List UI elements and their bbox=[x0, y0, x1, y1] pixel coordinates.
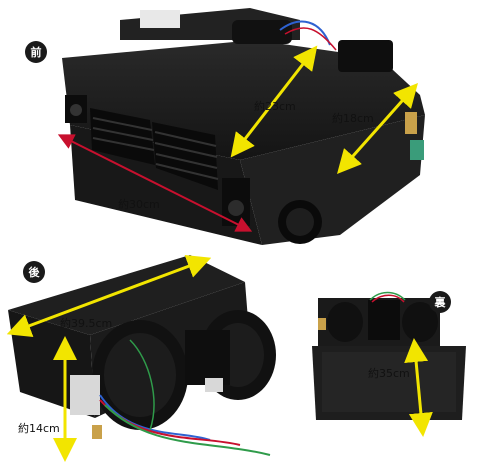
brass-fitting-icon bbox=[92, 425, 102, 439]
bottom-length-arrow bbox=[404, 338, 433, 437]
brass-fitting-icon bbox=[318, 318, 326, 330]
back-terminal-small bbox=[205, 378, 223, 392]
brass-fitting-icon bbox=[405, 112, 417, 134]
back-blue-wire bbox=[99, 394, 211, 441]
front-view-badge-label: 前 bbox=[31, 45, 42, 59]
front-depth-label: 約23cm bbox=[254, 99, 296, 113]
bottom-view-badge-label: 裏 bbox=[434, 295, 447, 309]
back-green-wire bbox=[104, 404, 271, 456]
back-motor bbox=[185, 330, 230, 385]
back-view-badge-label: 後 bbox=[29, 265, 41, 279]
front-side-label: 約18cm bbox=[332, 111, 374, 125]
front-red-wire bbox=[284, 27, 337, 51]
front-side-arrow bbox=[337, 83, 418, 174]
back-terminal-block bbox=[70, 375, 100, 415]
front-width-arrow bbox=[57, 134, 253, 232]
back-width-label: 約39.5cm bbox=[60, 316, 112, 330]
front-label-sticker bbox=[140, 10, 180, 28]
front-width-label: 約30cm bbox=[118, 197, 160, 211]
bottom-view-badge bbox=[429, 291, 451, 313]
bottom-length-label: 約35cm bbox=[368, 366, 410, 380]
front-motor-box bbox=[232, 20, 292, 44]
back-width-arrow bbox=[6, 254, 212, 338]
back-height-label: 約14cm bbox=[18, 421, 60, 435]
front-blue-wire bbox=[279, 20, 331, 46]
connector-icon bbox=[410, 140, 424, 160]
knob-icon bbox=[228, 200, 244, 216]
front-view-unit bbox=[62, 8, 425, 245]
knob-icon bbox=[70, 104, 82, 116]
back-view-badge bbox=[23, 261, 45, 283]
front-relay-block bbox=[338, 40, 393, 72]
front-view-badge bbox=[25, 41, 47, 63]
bottom-view-unit bbox=[312, 291, 466, 420]
front-depth-arrow bbox=[230, 45, 318, 158]
